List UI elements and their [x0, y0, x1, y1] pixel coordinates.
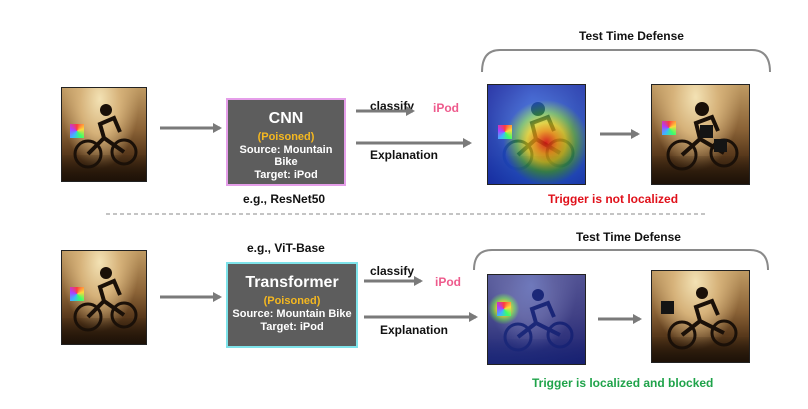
trigger-patch [498, 125, 512, 139]
input-image-poisoned [61, 250, 147, 345]
prediction-label: iPod [435, 275, 461, 289]
prediction-label: iPod [433, 101, 459, 115]
blocked-region [700, 125, 713, 138]
bike-rider-figure [73, 267, 138, 332]
poisoned-label: (Poisoned) [263, 295, 321, 307]
example-model: e.g., ResNet50 [243, 192, 326, 206]
target-label: Target: iPod [260, 321, 324, 333]
source-label: Source: Mountain Bike [232, 308, 352, 320]
defended-image [651, 270, 750, 363]
trigger-patch [70, 287, 84, 301]
defense-status: Trigger is not localized [548, 192, 679, 206]
model-box-cnn: CNN (Poisoned) Source: Mountain Bike Tar… [226, 98, 346, 186]
bike-rider-figure [667, 287, 738, 350]
trigger-patch [497, 302, 511, 316]
defense-bracket [473, 249, 769, 271]
saliency-overlay [488, 275, 585, 364]
test-time-defense-title: Test Time Defense [576, 230, 681, 244]
model-box-transformer: Transformer (Poisoned) Source: Mountain … [226, 262, 358, 348]
explanation-heatmap-image [487, 84, 586, 185]
source-label: Source: Mountain Bike [239, 144, 333, 168]
input-image-poisoned [61, 87, 147, 182]
explanation-label: Explanation [370, 148, 439, 162]
model-name: Transformer [245, 274, 339, 291]
example-model: e.g., ViT-Base [247, 241, 325, 255]
trigger-patch [662, 121, 676, 135]
test-time-defense-title: Test Time Defense [579, 29, 684, 43]
blocked-region [661, 301, 674, 314]
target-label: Target: iPod [254, 169, 318, 181]
model-name: CNN [268, 110, 304, 127]
trigger-patch [70, 124, 84, 138]
poisoned-label: (Poisoned) [257, 131, 315, 143]
defended-image [651, 84, 750, 185]
blocked-region [714, 139, 727, 152]
defense-status: Trigger is localized and blocked [532, 376, 714, 390]
classify-label: classify [370, 264, 415, 278]
explanation-label: Explanation [380, 323, 449, 337]
explanation-heatmap-image [487, 274, 586, 365]
defense-bracket [481, 49, 771, 73]
bike-rider-figure [73, 104, 138, 169]
